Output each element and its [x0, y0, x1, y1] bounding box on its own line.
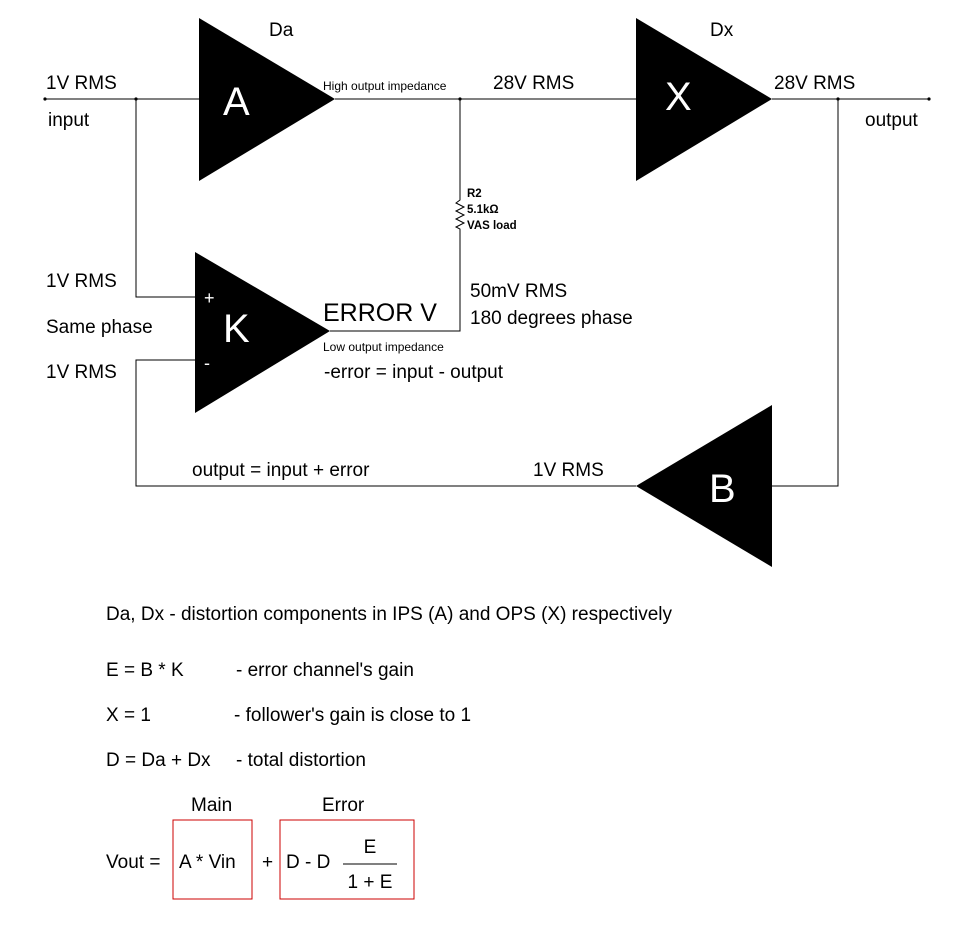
- formula-lhs: Vout =: [106, 852, 161, 873]
- formula-plus: +: [262, 852, 274, 873]
- output-level-label: 28V RMS: [774, 73, 856, 94]
- junction-dot: [43, 97, 47, 101]
- r2-value-label: 5.1kΩ: [467, 204, 499, 216]
- formula-error-term: D - D: [286, 852, 331, 873]
- note-e-lhs: E = B * K: [106, 660, 184, 681]
- amplifier-x-triangle: [636, 18, 772, 181]
- note-distortion-components: Da, Dx - distortion components in IPS (A…: [106, 604, 672, 625]
- input-name-label: input: [48, 110, 90, 131]
- error-phase-label: 180 degrees phase: [470, 308, 633, 329]
- r2-name-label: R2: [467, 188, 482, 200]
- wires: [45, 98, 929, 487]
- formula-main-label: Main: [191, 795, 233, 816]
- feedback-equation-label: output = input + error: [192, 460, 370, 481]
- wire-k-out-to-r2: [330, 232, 461, 332]
- formula-main-term: A * Vin: [179, 852, 236, 873]
- formula-numerator: E: [363, 837, 377, 858]
- amplifier-x-letter: X: [665, 75, 692, 119]
- note-x-lhs: X = 1: [106, 705, 151, 726]
- k-minus-sign: -: [204, 353, 210, 373]
- k-plus-level-label: 1V RMS: [46, 271, 117, 292]
- junction-dot: [134, 97, 138, 101]
- note-d-rhs: - total distortion: [236, 750, 366, 771]
- junction-dots: [43, 97, 931, 101]
- distortion-label-da: Da: [269, 20, 294, 41]
- amplifier-k-triangle: [195, 252, 330, 413]
- amplifier-b-triangle: [636, 405, 772, 567]
- r2-desc-label: VAS load: [467, 220, 517, 232]
- amplifier-a-letter: A: [223, 80, 250, 124]
- note-e-rhs: - error channel's gain: [236, 660, 414, 681]
- amplifier-b-letter: B: [709, 467, 736, 511]
- main-term-box: [172, 819, 253, 900]
- k-minus-level-label: 1V RMS: [46, 362, 117, 383]
- distortion-label-dx: Dx: [710, 20, 734, 41]
- note-d-lhs: D = Da + Dx: [106, 750, 211, 771]
- amplifier-a-triangle: [199, 18, 335, 181]
- vas-level-label: 28V RMS: [493, 73, 575, 94]
- wire-output-to-b: [772, 99, 839, 487]
- high-impedance-label: High output impedance: [323, 79, 447, 93]
- formula-error-label: Error: [322, 795, 365, 816]
- junction-dot: [836, 97, 840, 101]
- wire-input-to-k-plus: [135, 99, 196, 298]
- wire-b-to-k-minus: [135, 359, 636, 487]
- junction-dot: [927, 97, 931, 101]
- output-name-label: output: [865, 110, 918, 131]
- low-impedance-label: Low output impedance: [323, 340, 444, 354]
- same-phase-label: Same phase: [46, 317, 153, 338]
- note-x-rhs: - follower's gain is close to 1: [234, 705, 472, 726]
- formula-denominator: 1 + E: [347, 872, 393, 893]
- resistor-r2: [454, 196, 466, 232]
- error-level-label: 50mV RMS: [470, 281, 568, 302]
- junction-dot: [458, 97, 462, 101]
- error-v-label: ERROR V: [323, 299, 437, 327]
- amplifier-k-letter: K: [223, 307, 250, 351]
- feedback-level-label: 1V RMS: [533, 460, 604, 481]
- error-equation-label: -error = input - output: [324, 362, 504, 383]
- k-plus-sign: +: [204, 288, 215, 308]
- input-level-label: 1V RMS: [46, 73, 117, 94]
- error-term-box: [279, 819, 415, 900]
